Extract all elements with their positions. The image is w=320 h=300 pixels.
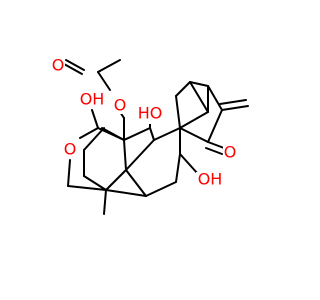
bond xyxy=(205,147,223,155)
bond xyxy=(105,169,127,191)
bond xyxy=(189,81,209,113)
bond xyxy=(207,109,223,143)
carbonyl-oxygen-label: O xyxy=(52,56,65,75)
bond xyxy=(189,81,209,87)
bond xyxy=(207,85,223,111)
structure-svg: O O OH HO O O OH xyxy=(51,56,249,215)
bond xyxy=(207,141,225,149)
bond xyxy=(97,59,121,73)
bond xyxy=(123,139,127,171)
carbon-skeleton xyxy=(67,81,249,215)
bond xyxy=(83,175,107,191)
bond xyxy=(105,189,147,197)
bond xyxy=(175,153,181,183)
atom-labels: O O OH HO O O OH xyxy=(51,56,237,190)
bond xyxy=(65,59,85,71)
hydroxyl-bridge-label: HO xyxy=(138,104,163,123)
ether-oxygen-label: O xyxy=(64,140,77,159)
bond xyxy=(97,71,111,91)
bond xyxy=(123,127,151,141)
molecule-diagram: O O OH HO O O OH xyxy=(51,55,249,215)
bond xyxy=(221,105,249,111)
hydroxyl-upper-left-label: OH xyxy=(80,90,105,109)
bond xyxy=(175,81,191,97)
bond xyxy=(179,127,209,143)
bond xyxy=(145,181,177,197)
bond xyxy=(125,139,155,171)
bond xyxy=(79,127,99,139)
bond xyxy=(101,127,125,141)
ester-oxygen-label: O xyxy=(114,96,127,115)
bond xyxy=(67,159,71,187)
bond xyxy=(91,109,99,129)
bond xyxy=(179,111,209,129)
bond xyxy=(125,169,147,197)
bond xyxy=(83,127,105,151)
bond xyxy=(103,189,107,215)
hydroxyl-lower-right-label: OH xyxy=(198,170,223,189)
bond xyxy=(219,99,247,105)
bond xyxy=(153,127,181,141)
bond xyxy=(175,95,181,129)
bond xyxy=(67,185,107,191)
ketone-oxygen-label: O xyxy=(224,143,237,162)
bond xyxy=(63,63,83,75)
bond xyxy=(149,127,155,141)
bond xyxy=(179,153,199,175)
